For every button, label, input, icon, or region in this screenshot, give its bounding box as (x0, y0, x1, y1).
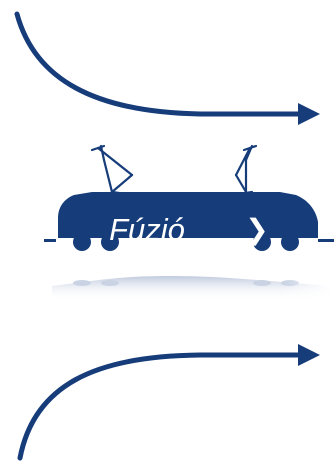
rail-left (44, 239, 56, 242)
top-arrow-head (298, 103, 320, 125)
bottom-arrow-curve (17, 352, 305, 461)
pantograph-right (234, 144, 258, 196)
chevron-right-icon: ❯ (245, 213, 268, 246)
top-merge-arrow (14, 11, 320, 125)
bottom-merge-arrow (17, 344, 320, 461)
fusion-label: Fúzió (109, 212, 185, 247)
rail-right (318, 239, 334, 242)
pantograph-left (90, 144, 134, 196)
locomotive-body (58, 192, 318, 238)
wheel-set (73, 233, 299, 251)
electric-locomotive-icon: Fúzió ❯ (44, 144, 334, 251)
locomotive-reflection (52, 276, 330, 300)
bottom-arrow-head (298, 344, 320, 366)
top-arrow-curve (14, 11, 305, 117)
